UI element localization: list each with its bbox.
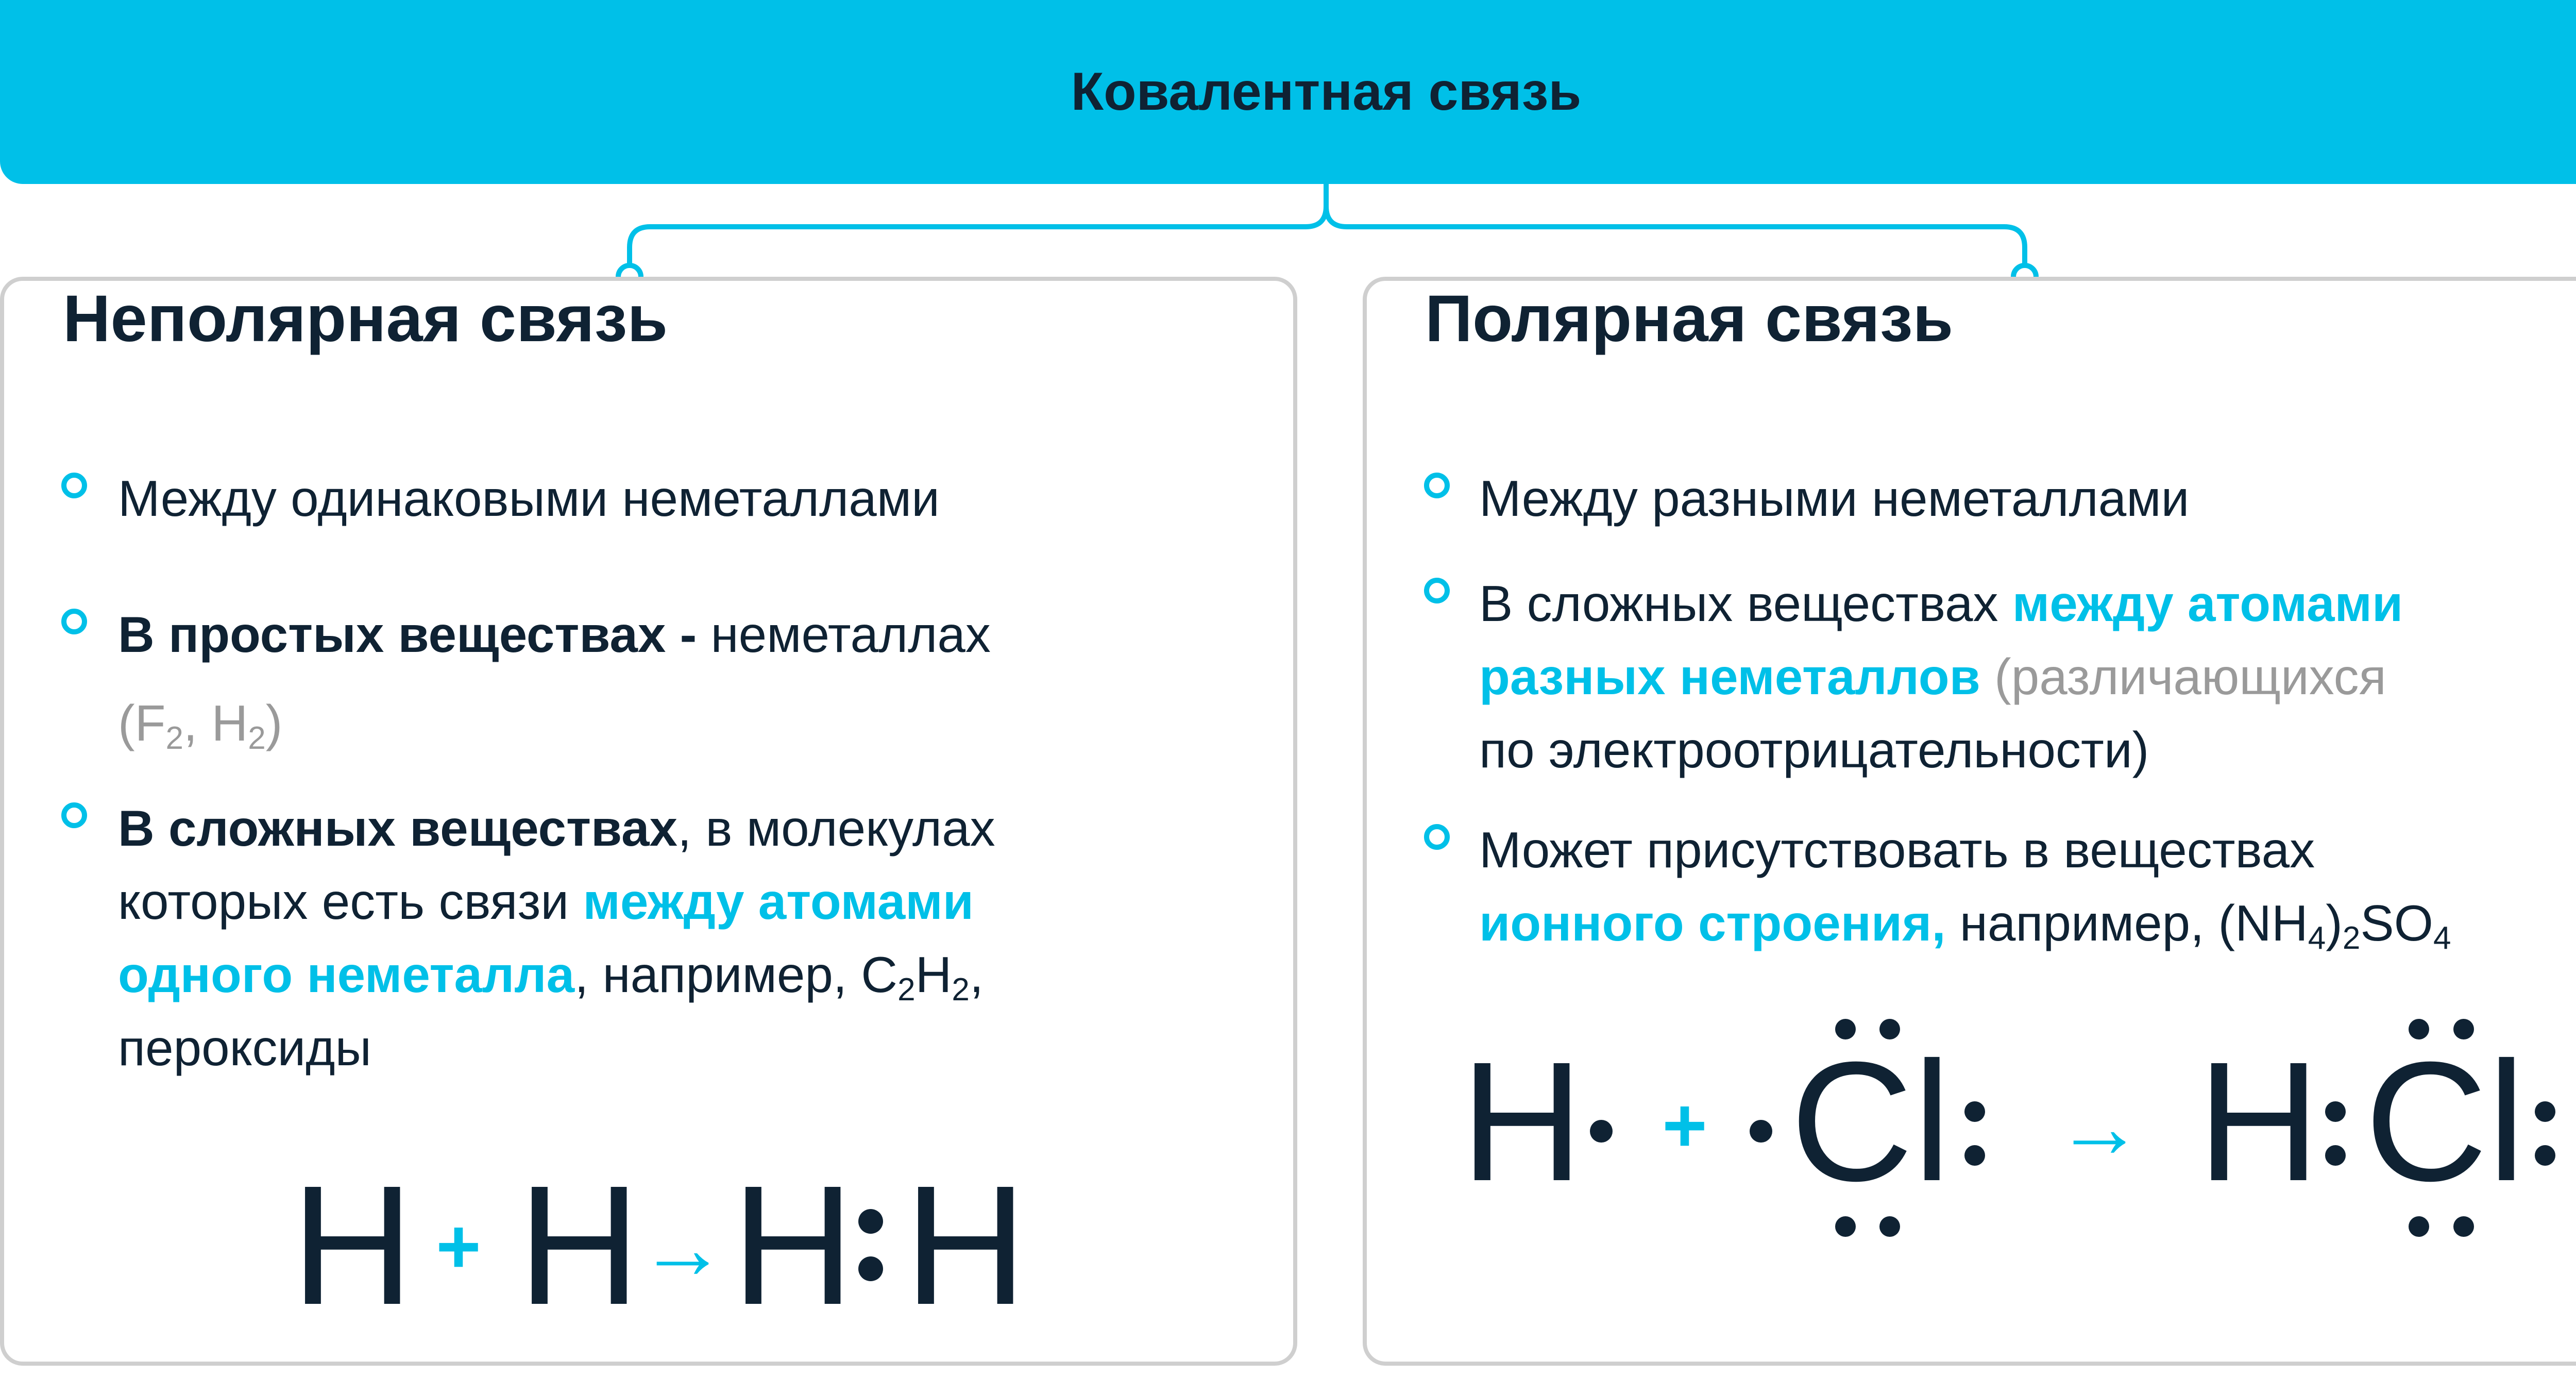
polar-bullet-3-line-1: Может присутствовать в веществах (1479, 821, 2315, 878)
polar-card-title: Полярная связь (1425, 282, 1954, 356)
bullet-marker (61, 609, 87, 634)
nonpolar-bullet-3-line-3: одного неметалла, например, C2H2, (118, 946, 984, 1008)
bullet-marker (61, 473, 87, 498)
bullet-marker (61, 802, 87, 828)
polar-bullet-2-line-1: В сложных веществах между атомами (1479, 575, 2403, 632)
polar-bullet-2-line-3: по электроотрицательности) (1479, 721, 2149, 778)
nonpolar-bullet-2: В простых веществах - неметаллах (118, 598, 991, 671)
bullet-marker (1424, 578, 1450, 603)
nonpolar-bullet-3-line-4: пероксиды (118, 1019, 371, 1076)
connector-left-line (627, 184, 1329, 265)
nonpolar-bullet-2-example: (F2, H2) (118, 695, 283, 756)
nonpolar-bullet-3-line-1: В сложных веществах, в молекулах (118, 800, 995, 857)
nonpolar-bullet-2-bold: В простых веществах - (118, 606, 697, 663)
header-bar (0, 0, 2576, 184)
nonpolar-card-title: Неполярная связь (63, 282, 668, 356)
nonpolar-card (0, 277, 1297, 1366)
polar-card (1363, 277, 2576, 1366)
bullet-marker (1424, 824, 1450, 850)
nonpolar-bullet-1-text: Между одинаковыми неметаллами (118, 470, 940, 527)
connector-right-line (1324, 184, 2027, 265)
polar-bullet-2-line-2: разных неметаллов (различающихся (1479, 648, 2386, 705)
nonpolar-bullet-1: Между одинаковыми неметаллами (118, 462, 940, 535)
polar-bullet-1: Между разными неметаллами (1479, 470, 2190, 527)
nonpolar-bullet-2-text: неметаллах (697, 606, 991, 663)
nonpolar-bullet-3-line-2: которых есть связи между атомами (118, 873, 974, 930)
bullet-marker (1424, 473, 1450, 498)
diagram-title: Ковалентная связь (1071, 62, 1582, 122)
polar-bullet-3-line-2: ионного строения, например, (NH4)2SO4 (1479, 895, 2451, 956)
